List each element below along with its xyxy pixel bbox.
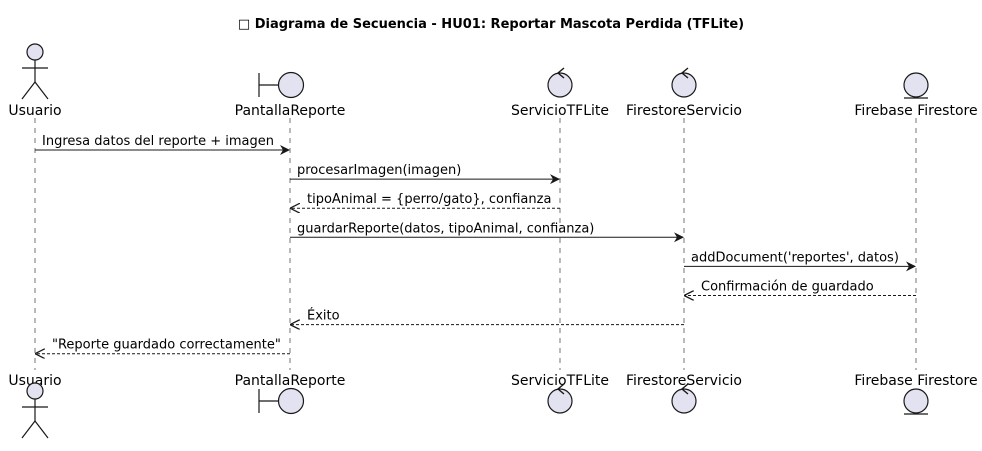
participant-label-bottom: FirestoreServicio: [626, 373, 742, 389]
message-label: tipoAnimal = {perro/gato}, confianza: [307, 192, 551, 207]
participant-label-top: Firebase Firestore: [854, 103, 977, 119]
participant-label-top: FirestoreServicio: [626, 103, 742, 119]
entity-icon: [903, 72, 929, 99]
control-icon: [671, 67, 697, 98]
boundary-icon: [258, 387, 305, 415]
participant-label-bottom: ServicioTFLite: [511, 373, 609, 389]
participant-label-bottom: PantallaReporte: [235, 373, 346, 389]
boundary-icon: [258, 71, 305, 99]
actor-icon: [21, 43, 49, 100]
control-icon: [547, 383, 573, 414]
message-label: "Reporte guardado correctamente": [52, 338, 281, 353]
participant-label-bottom: Firebase Firestore: [854, 373, 977, 389]
message-label: procesarImagen(imagen): [297, 163, 461, 178]
messages: Ingresa datos del reporte + imagen proces…: [35, 134, 916, 354]
message-label: Ingresa datos del reporte + imagen: [42, 134, 274, 149]
participant-label-top: ServicioTFLite: [511, 103, 609, 119]
message-label: guardarReporte(datos, tipoAnimal, confia…: [297, 221, 594, 236]
diagram-title: □ Diagrama de Secuencia - HU01: Reportar…: [238, 17, 744, 32]
message-label: Éxito: [307, 308, 340, 324]
participant-label-top: PantallaReporte: [235, 103, 346, 119]
control-icon: [671, 383, 697, 414]
participants-top: Usuario PantallaReporte ServicioTFLite Fire…: [8, 43, 978, 119]
actor-icon: [21, 382, 49, 439]
message-label: Confirmación de guardado: [701, 280, 874, 295]
participant-label-top: Usuario: [8, 103, 61, 119]
control-icon: [547, 67, 573, 98]
entity-icon: [903, 388, 929, 415]
participants-bottom: Usuario PantallaReporte ServicioTFLite Fire…: [8, 373, 978, 439]
lifelines: [34, 118, 917, 370]
message-label: addDocument('reportes', datos): [691, 250, 899, 265]
participant-label-bottom: Usuario: [8, 373, 61, 389]
